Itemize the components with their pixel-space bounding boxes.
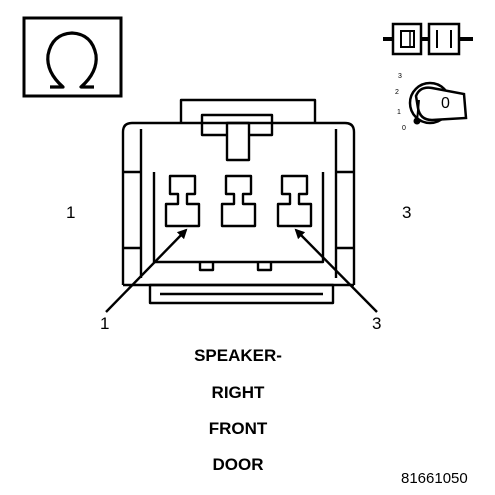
cavity-3 [276, 174, 313, 228]
ignition-position-3: 3 [398, 73, 402, 80]
connector-body [121, 98, 356, 305]
pin-3-callout-label: 3 [372, 314, 382, 333]
figure-number: 81661050 [401, 470, 468, 487]
title-line-3: FRONT [208, 419, 268, 438]
ignition-key-label: 0 [441, 95, 450, 112]
cavity-1 [164, 174, 201, 228]
ignition-position-2: 2 [395, 89, 399, 96]
connector-halves-icon [383, 22, 473, 56]
title-line-2: RIGHT [211, 383, 265, 402]
pin-3-side-label: 3 [402, 203, 412, 222]
cavity-2 [220, 174, 257, 228]
pin-1-side-label: 1 [66, 203, 76, 222]
title-line-4: DOOR [212, 455, 264, 474]
ignition-key-icon [408, 81, 468, 125]
ohm-icon [22, 16, 123, 98]
title-line-1: SPEAKER- [194, 346, 282, 365]
pin-1-callout-arrow [105, 228, 188, 313]
ignition-position-0: 0 [402, 125, 406, 132]
pin-1-callout-label: 1 [100, 314, 110, 333]
ignition-position-1: 1 [397, 109, 401, 116]
pin-3-callout-arrow [294, 228, 378, 313]
